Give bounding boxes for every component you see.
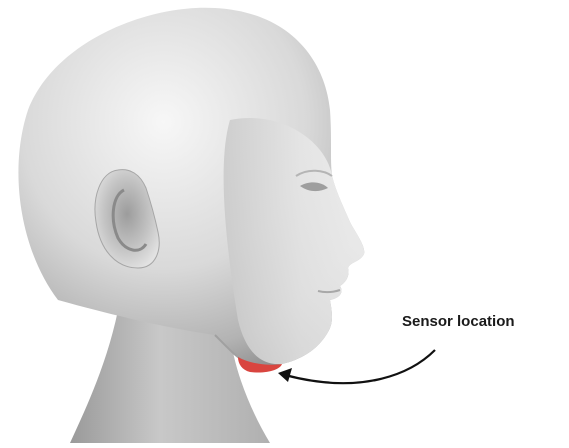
face-shading [224, 118, 365, 364]
pointer-arrow [285, 350, 435, 383]
arrow-head [278, 368, 292, 382]
sensor-location-label: Sensor location [402, 313, 515, 330]
